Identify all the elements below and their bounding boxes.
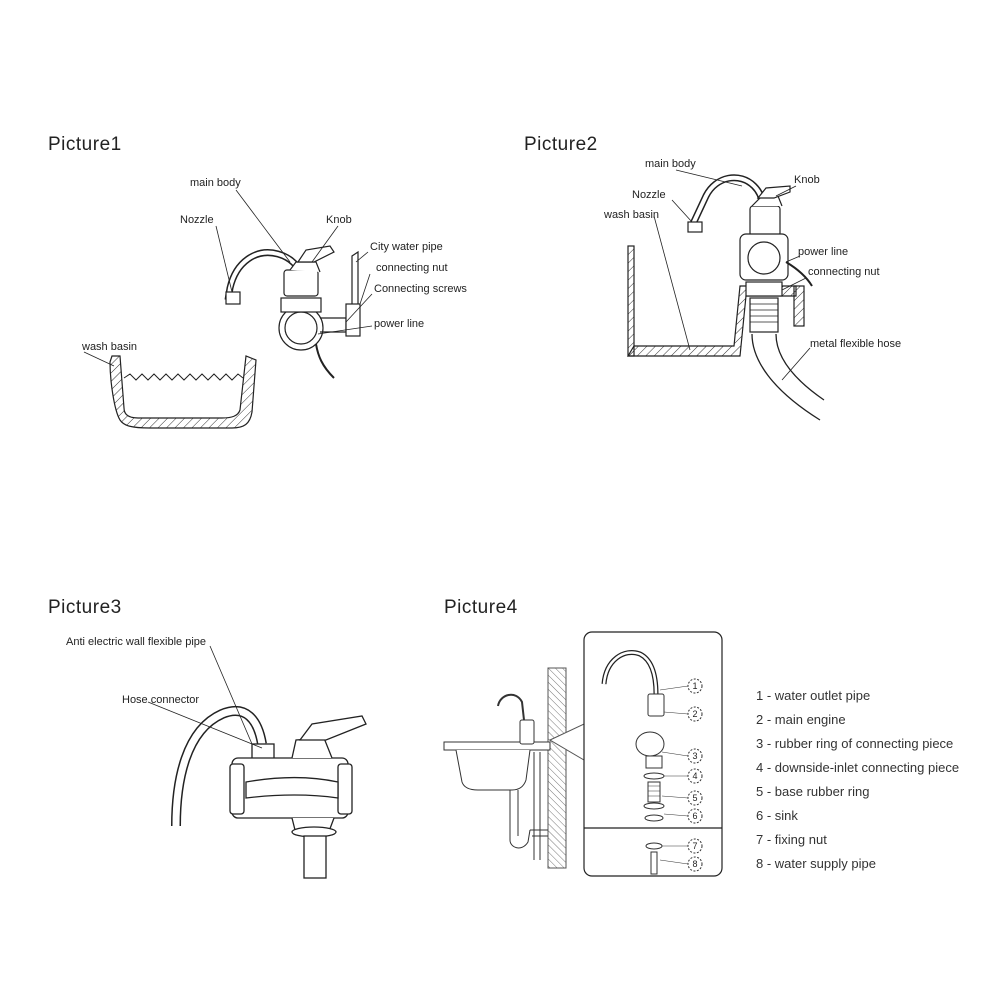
- picture1-label-wash-basin: wash basin: [82, 341, 138, 353]
- picture2-label-nozzle: Nozzle: [632, 189, 666, 201]
- picture2-label-power-line: power line: [798, 246, 849, 258]
- picture1-label-connecting-nut: connecting nut: [376, 262, 448, 274]
- callout-number-6: 6: [692, 811, 698, 821]
- picture1-label-power-line: power line: [374, 318, 425, 330]
- picture3-label-hose-connector: Hose connector: [122, 694, 200, 706]
- legend-item-inlet-connecting-piece: 4 - downside-inlet connecting piece: [756, 760, 960, 775]
- picture1-label-knob: Knob: [326, 214, 352, 226]
- picture4-illustration: [443, 631, 723, 877]
- picture3-title: Picture3: [48, 597, 122, 618]
- picture2-label-main-body: main body: [645, 158, 696, 170]
- legend-item-sink: 6 - sink: [756, 808, 798, 823]
- picture2-label-metal-flexible-hose: metal flexible hose: [810, 338, 902, 350]
- picture2-illustration: [626, 169, 825, 421]
- picture2-label-connecting-nut: connecting nut: [808, 266, 880, 278]
- picture1-illustration: [215, 189, 373, 379]
- legend-item-rubber-ring: 3 - rubber ring of connecting piece: [756, 736, 954, 751]
- legend-item-water-outlet-pipe: 1 - water outlet pipe: [756, 688, 871, 703]
- picture1-label-main-body: main body: [190, 177, 241, 189]
- picture4-title: Picture4: [444, 597, 518, 618]
- picture1-label-nozzle: Nozzle: [180, 214, 214, 226]
- callout-number-3: 3: [692, 751, 698, 761]
- picture1-wash-basin: [83, 351, 257, 429]
- picture2-label-knob: Knob: [794, 174, 820, 186]
- picture1-title: Picture1: [48, 134, 122, 155]
- picture1-label-city-water-pipe: City water pipe: [370, 241, 443, 253]
- callout-number-7: 7: [692, 841, 698, 851]
- legend-item-main-engine: 2 - main engine: [756, 712, 846, 727]
- callout-number-8: 8: [692, 859, 698, 869]
- picture3-label-anti-electric-pipe: Anti electric wall flexible pipe: [66, 636, 207, 648]
- callout-number-5: 5: [692, 793, 698, 803]
- picture2-title: Picture2: [524, 134, 598, 155]
- callout-number-1: 1: [692, 681, 698, 691]
- callout-number-2: 2: [692, 709, 698, 719]
- picture2-label-wash-basin: wash basin: [604, 209, 660, 221]
- legend-item-water-supply-pipe: 8 - water supply pipe: [756, 856, 876, 871]
- legend-item-fixing-nut: 7 - fixing nut: [756, 832, 827, 847]
- picture1-label-connecting-screws: Connecting screws: [374, 283, 467, 295]
- legend-item-base-rubber-ring: 5 - base rubber ring: [756, 784, 870, 799]
- picture3-illustration: [147, 645, 367, 879]
- callout-number-4: 4: [692, 771, 698, 781]
